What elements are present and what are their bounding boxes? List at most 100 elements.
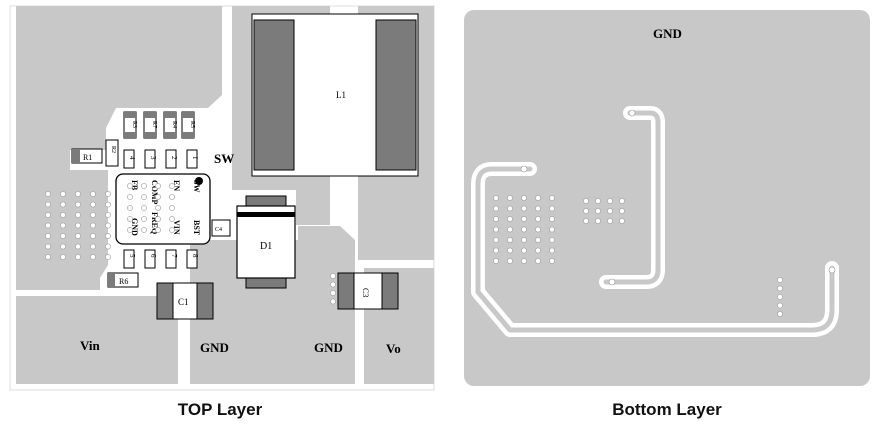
- via: [141, 216, 147, 222]
- via: [169, 227, 175, 233]
- via: [105, 191, 111, 197]
- via: [60, 212, 66, 218]
- via: [619, 218, 625, 224]
- ic-pin-name-freq: FREQ: [150, 212, 159, 234]
- via: [507, 258, 513, 264]
- via: [521, 195, 527, 201]
- via: [105, 233, 111, 239]
- via: [45, 212, 51, 218]
- via: [155, 183, 161, 189]
- bottom-layer-vias: [493, 195, 783, 317]
- via: [549, 247, 555, 254]
- net-label-bottom-gnd: GND: [653, 26, 682, 41]
- via: [90, 254, 96, 260]
- bottom-layer-board: GND: [464, 10, 870, 386]
- trace-end-via: [628, 109, 636, 117]
- via: [549, 205, 555, 212]
- via: [127, 194, 133, 200]
- diode-cathode-band: [237, 212, 295, 217]
- trace-end-via: [608, 278, 616, 286]
- ic-pin-name-fb: FB: [130, 180, 139, 191]
- via: [330, 298, 336, 305]
- via: [105, 243, 111, 250]
- ic-pin-4-number: 4: [128, 156, 136, 160]
- r3-label: R3: [131, 121, 137, 128]
- via: [105, 212, 111, 218]
- ic-top-pins: 4 3 2 1: [123, 149, 199, 169]
- via: [60, 233, 66, 239]
- trace-end-via: [520, 165, 528, 173]
- via: [45, 233, 51, 239]
- c3-pad-right: [381, 272, 399, 310]
- via: [507, 226, 513, 233]
- via: [169, 183, 175, 189]
- inductor-pad-left: [253, 19, 295, 171]
- via: [607, 198, 613, 204]
- ic-bottom-pins: 5 6 7 8: [123, 249, 199, 269]
- c3-pad-left: [337, 272, 355, 310]
- via: [105, 222, 111, 229]
- via: [549, 237, 555, 243]
- ic-pin-name-vin: VIN: [172, 220, 181, 235]
- via: [141, 183, 147, 189]
- via: [595, 208, 601, 214]
- via: [521, 205, 527, 212]
- via: [535, 258, 541, 264]
- via: [607, 218, 613, 224]
- via: [583, 208, 589, 214]
- via: [521, 237, 527, 243]
- net-label-vin: Vin: [80, 338, 101, 353]
- net-label-vo: Vo: [386, 341, 401, 356]
- net-label-gnd-left: GND: [200, 340, 229, 355]
- via: [619, 208, 625, 214]
- bottom-gnd-pour: [464, 10, 870, 386]
- bottom-layer-caption: Bottom Layer: [612, 400, 722, 419]
- bottom-trace-outer: [475, 166, 835, 333]
- via: [619, 198, 625, 204]
- via: [60, 222, 66, 229]
- via: [105, 201, 111, 208]
- via: [155, 205, 161, 211]
- ic-pin-1-number: 1: [191, 156, 199, 160]
- via: [169, 216, 175, 222]
- via: [535, 226, 541, 233]
- top-left-copper-pour: [16, 6, 222, 290]
- via: [330, 281, 336, 288]
- via: [155, 216, 161, 222]
- via: [141, 205, 147, 211]
- via: [507, 216, 513, 222]
- via: [583, 198, 589, 204]
- via: [90, 201, 96, 208]
- ic-pin-name-bst: BST: [192, 220, 201, 236]
- ic-pin-names: FB COMP EN SW GND FREQ VIN BST: [130, 180, 201, 236]
- via: [75, 212, 81, 218]
- via: [105, 254, 111, 260]
- via: [507, 195, 513, 201]
- via: [777, 285, 783, 292]
- via: [493, 258, 499, 264]
- r6-label: R6: [119, 277, 128, 286]
- ic-pin-name-sw: SW: [192, 180, 201, 192]
- via: [141, 194, 147, 200]
- net-label-gnd-right: GND: [314, 340, 343, 355]
- via: [330, 273, 336, 279]
- via: [535, 195, 541, 201]
- via: [45, 243, 51, 250]
- ic-pin-2-number: 2: [170, 156, 178, 160]
- via: [549, 226, 555, 233]
- via: [90, 243, 96, 250]
- via: [521, 226, 527, 233]
- ic-pin-5-number: 5: [128, 254, 136, 258]
- via: [493, 247, 499, 254]
- ic-pin-name-comp: COMP: [150, 180, 159, 205]
- via: [60, 254, 66, 260]
- via: [75, 201, 81, 208]
- via: [169, 194, 175, 200]
- diode-d1-body: [236, 205, 296, 279]
- via: [535, 216, 541, 222]
- via: [493, 205, 499, 212]
- c3-label: C3: [361, 288, 370, 297]
- via: [583, 218, 589, 224]
- resistor-r3: R3: [123, 111, 137, 139]
